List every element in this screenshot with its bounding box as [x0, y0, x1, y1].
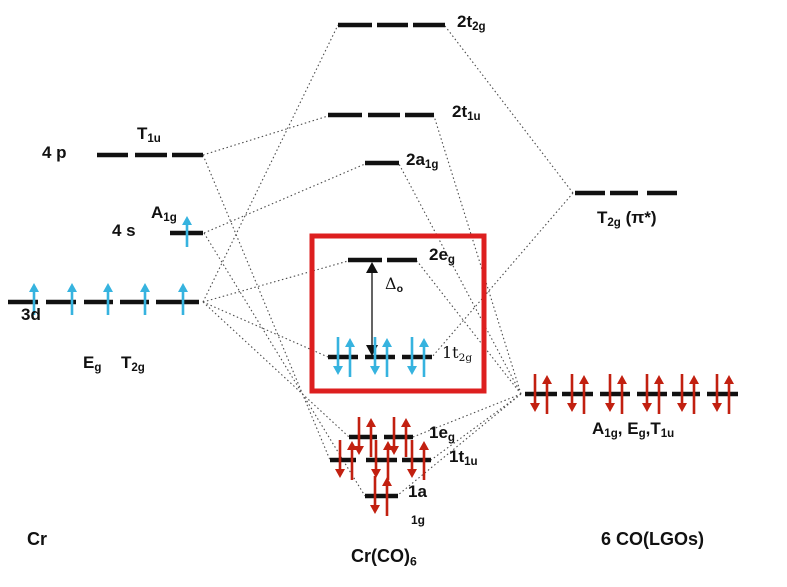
connector-lines-from-lgo	[397, 115, 522, 496]
mo-1a1g-label-line2: 1g	[411, 513, 426, 527]
delta-o-label: Δo	[385, 274, 404, 295]
crystal-field-highlight-box	[309, 233, 487, 394]
mo-2t1u-label: 2t1u	[452, 102, 481, 124]
sym-eg-label: Eg	[83, 353, 102, 375]
sym-a1g-label: A1g	[151, 203, 177, 225]
mo-2eg-label: 2eg	[429, 245, 455, 267]
mo-2t2g-label: 2t2g	[457, 12, 486, 34]
ao-4s-label: 4 s	[112, 221, 136, 240]
1t2g-electron-arrows	[333, 337, 429, 377]
sym-t1u-label: T1u	[137, 124, 161, 146]
mo-1eg-label: 1eg	[429, 423, 455, 445]
co-lgo-electron-arrows	[530, 374, 734, 414]
sym-t2g-label: T2g	[121, 353, 145, 375]
1t1u-electron-arrows	[335, 440, 429, 480]
mo-2a1g-label: 2a1g	[406, 150, 439, 172]
caption-crco6: Cr(CO)6	[351, 546, 417, 569]
connector-lines-from-4p	[202, 115, 331, 461]
1a1g-electron-arrows	[370, 476, 392, 516]
ao-4p-label: 4 p	[42, 143, 67, 162]
caption-cr: Cr	[27, 529, 48, 549]
caption-co-lgos: 6 CO(LGOs)	[601, 529, 705, 549]
mo-1a1g-label-line1: 1a	[408, 482, 427, 501]
1eg-electron-arrows	[354, 417, 411, 457]
lgo-pi-star-label: T2g (π*)	[597, 208, 657, 230]
mo-1t1u-label: 1t1u	[449, 447, 478, 469]
ao-3d-label: 3d	[21, 305, 41, 324]
connector-lines-from-4s	[203, 163, 366, 497]
connector-lines-from-pi-star	[431, 25, 574, 358]
connector-lines-from-3d	[202, 24, 350, 438]
energy-levels	[8, 22, 738, 499]
3d-electron-arrows	[29, 283, 188, 315]
lgo-sigma-label: A1g, Eg,T1u	[592, 419, 675, 441]
mo-1t2g-label: 1t2g	[442, 343, 473, 364]
